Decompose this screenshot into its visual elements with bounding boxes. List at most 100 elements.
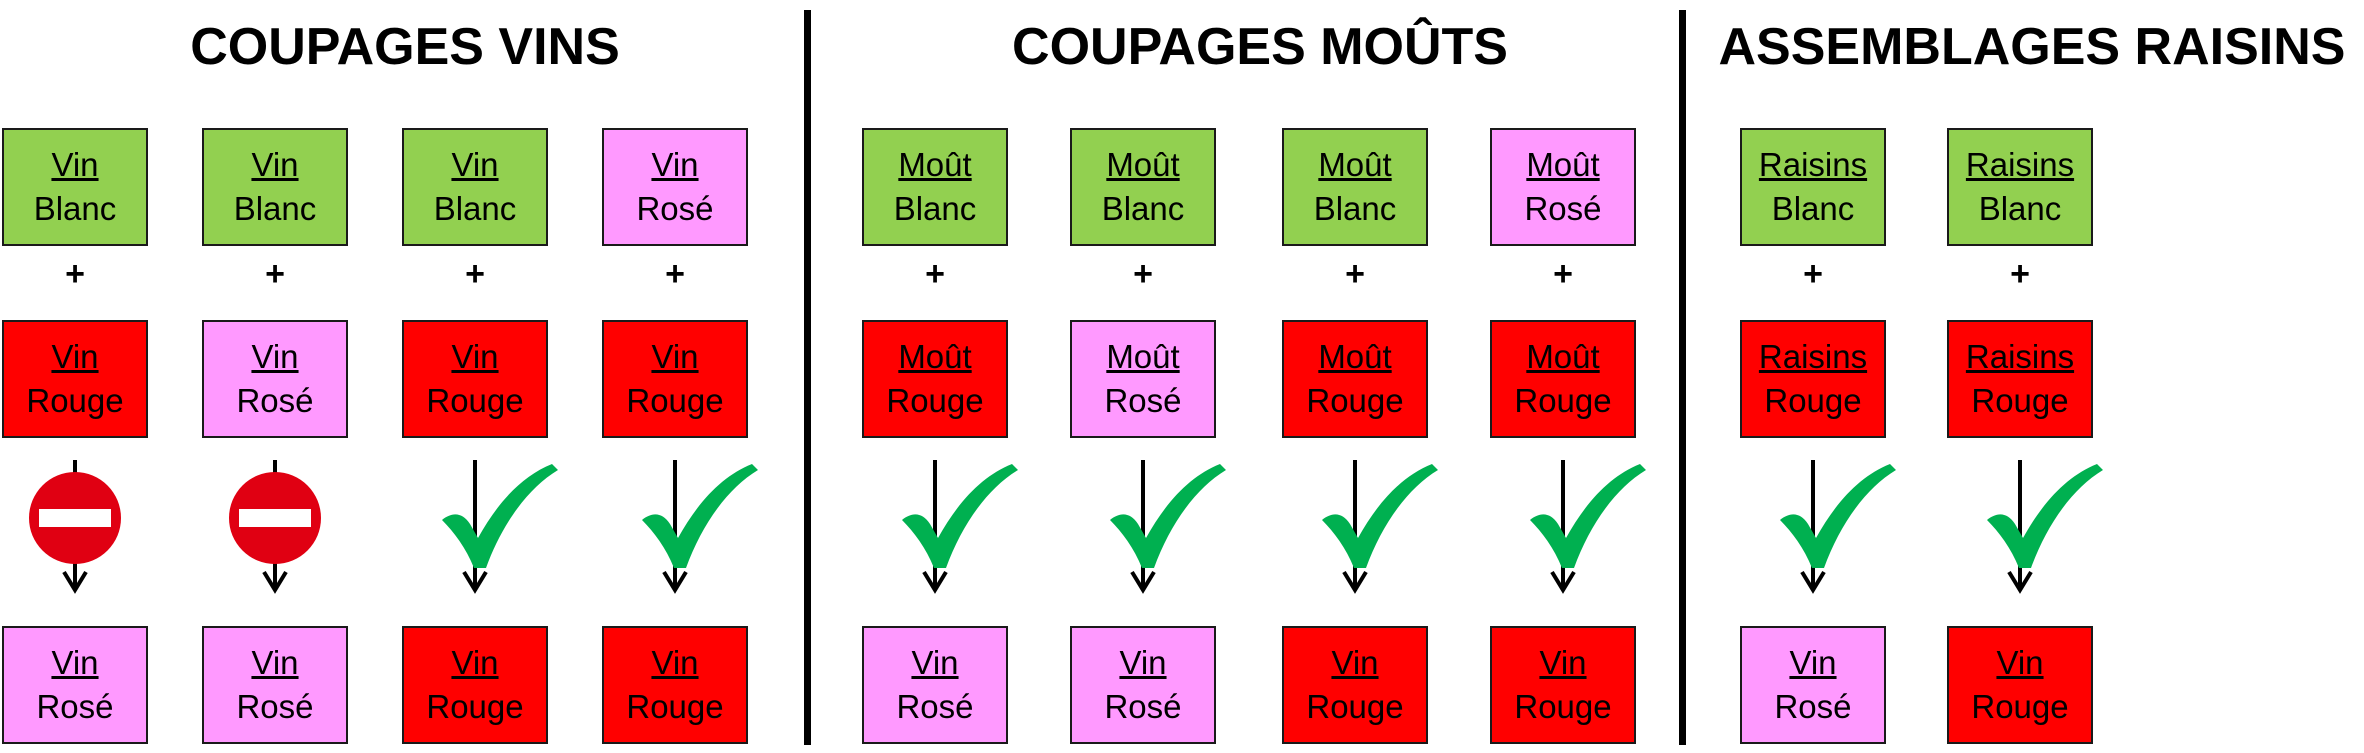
box-color-label: Rosé	[1524, 190, 1602, 227]
box-product-label: Vin	[51, 338, 99, 375]
section-divider	[1679, 10, 1686, 745]
plus-sign: +	[1133, 255, 1153, 293]
section-divider	[804, 10, 811, 745]
box-product-label: Vin	[251, 338, 299, 375]
box-color-label: Blanc	[1101, 190, 1185, 227]
box-product-label: Raisins	[1758, 146, 1868, 183]
box-color-label: Rosé	[896, 688, 974, 725]
box-product-label: Moût	[898, 338, 972, 375]
box-color-label: Rosé	[636, 190, 714, 227]
box-product-label: Vin	[451, 338, 499, 375]
box-color-label: Rouge	[1971, 688, 2069, 725]
box-product-label: Vin	[911, 644, 959, 681]
box-product-label: Moût	[1526, 146, 1600, 183]
plus-sign: +	[1553, 255, 1573, 293]
box-color-label: Blanc	[1771, 190, 1855, 227]
box-product-label: Vin	[451, 644, 499, 681]
box-product-label: Vin	[651, 338, 699, 375]
checkmark-icon	[1110, 464, 1226, 568]
box-product-label: Moût	[1526, 338, 1600, 375]
box-color-label: Rosé	[236, 382, 314, 419]
box-color-label: Rouge	[1514, 688, 1612, 725]
box-product-label: Vin	[1331, 644, 1379, 681]
box-color-label: Rouge	[626, 688, 724, 725]
box-color-label: Blanc	[433, 190, 517, 227]
box-product-label: Raisins	[1758, 338, 1868, 375]
section-title-musts: COUPAGES MOÛTS	[1012, 18, 1508, 76]
box-color-label: Rouge	[426, 382, 524, 419]
plus-sign: +	[665, 255, 685, 293]
box-product-label: Vin	[651, 644, 699, 681]
box-color-label: Blanc	[33, 190, 117, 227]
plus-sign: +	[1803, 255, 1823, 293]
box-product-label: Vin	[251, 146, 299, 183]
box-color-label: Rosé	[1104, 688, 1182, 725]
box-color-label: Rosé	[1104, 382, 1182, 419]
box-color-label: Blanc	[233, 190, 317, 227]
box-color-label: Rouge	[1514, 382, 1612, 419]
checkmark-icon	[1780, 464, 1896, 568]
checkmark-icon	[1530, 464, 1646, 568]
box-product-label: Vin	[251, 644, 299, 681]
box-product-label: Raisins	[1965, 146, 2075, 183]
no-entry-icon	[29, 472, 121, 564]
box-color-label: Rouge	[626, 382, 724, 419]
checkmark-icon	[642, 464, 758, 568]
box-color-label: Blanc	[1313, 190, 1397, 227]
checkmark-icon	[902, 464, 1018, 568]
box-product-label: Vin	[51, 644, 99, 681]
box-color-label: Blanc	[1978, 190, 2062, 227]
box-color-label: Rouge	[426, 688, 524, 725]
box-product-label: Vin	[1539, 644, 1587, 681]
no-entry-icon	[229, 472, 321, 564]
plus-sign: +	[1345, 255, 1365, 293]
box-product-label: Vin	[51, 146, 99, 183]
box-color-label: Rosé	[1774, 688, 1852, 725]
box-color-label: Rouge	[1306, 688, 1404, 725]
box-product-label: Vin	[1996, 644, 2044, 681]
plus-sign: +	[925, 255, 945, 293]
checkmark-icon	[1322, 464, 1438, 568]
section-title-grapes: ASSEMBLAGES RAISINS	[1718, 18, 2346, 76]
checkmark-icon	[1987, 464, 2103, 568]
section-title-wines: COUPAGES VINS	[190, 18, 620, 76]
box-product-label: Moût	[1318, 338, 1392, 375]
box-product-label: Vin	[1119, 644, 1167, 681]
box-product-label: Moût	[1106, 338, 1180, 375]
box-color-label: Rouge	[886, 382, 984, 419]
box-color-label: Rouge	[1306, 382, 1404, 419]
box-color-label: Rosé	[36, 688, 114, 725]
checkmark-icon	[442, 464, 558, 568]
box-product-label: Vin	[451, 146, 499, 183]
box-color-label: Rouge	[1971, 382, 2069, 419]
plus-sign: +	[465, 255, 485, 293]
box-color-label: Blanc	[893, 190, 977, 227]
box-product-label: Moût	[1106, 146, 1180, 183]
